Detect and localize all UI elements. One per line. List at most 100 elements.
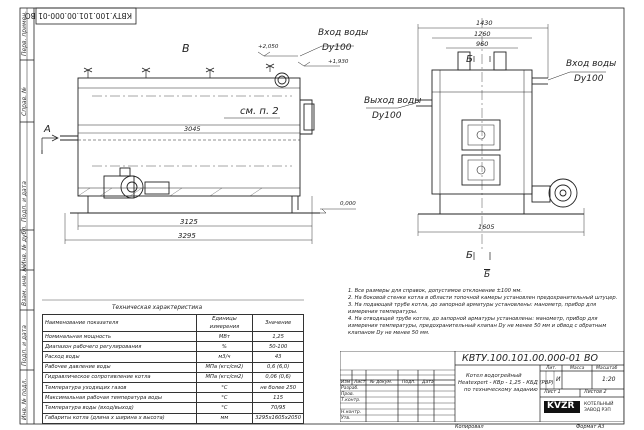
format-label: Формат А3 — [576, 424, 605, 430]
table-cell: Гидравлическое сопротивление котла — [42, 371, 197, 383]
note-number: 3. — [348, 302, 353, 308]
tech-header-cell: Значение — [252, 314, 304, 332]
table-cell: 0,06 (0,6) — [252, 371, 304, 383]
stamp-label: Подп. и дата — [21, 325, 28, 366]
table-cell: м3/ч — [195, 351, 254, 363]
note-text: Все размеры для справок, допустимое откл… — [354, 288, 523, 294]
table-cell: не более 250 — [252, 381, 304, 394]
table-cell: 3295x1605x2050 — [252, 412, 304, 424]
elev-2050: +2,050 — [258, 44, 279, 50]
col-label: Лист — [354, 380, 366, 385]
table-cell: МВт — [195, 330, 254, 343]
front-view — [366, 18, 606, 260]
tech-header-cell: Наименование показателя — [42, 314, 197, 332]
table-cell: 43 — [252, 351, 304, 363]
role-label: Утв. — [341, 416, 351, 421]
lit-header: Масштаб — [596, 366, 618, 371]
logo-text: KVZR — [547, 401, 575, 411]
table-cell: мм — [195, 412, 254, 424]
lit-value: И — [556, 376, 561, 383]
stamp-label: Инв. № дубл. — [21, 224, 28, 266]
inlet-dy-left: Dy100 — [322, 43, 352, 53]
title-block: КВТУ.100.101.00.000-01 ВО Котел водогрей… — [340, 351, 624, 422]
role-label: Н.контр. — [341, 410, 362, 415]
role-label: Т.контр. — [341, 398, 361, 403]
dim-1605: 1605 — [478, 223, 495, 231]
table-cell: 70/95 — [252, 402, 304, 414]
top-stamp-code: КВТУ.100.101.00.000-01 ВО — [24, 11, 132, 20]
stamp-label: Взам. инв. № — [21, 265, 28, 306]
table-cell: МПа (кгс/см2) — [195, 361, 254, 373]
side-view — [41, 45, 356, 244]
company-name: КОТЕЛЬНЫЙ ЗАВОД РЭП — [584, 402, 614, 413]
table-cell: Температура уходящих газов — [42, 381, 197, 394]
note-item: 2. На боковой стенке котла в области топ… — [348, 295, 618, 302]
tech-title: Техническая характеристика — [112, 305, 203, 311]
note-number: 4. — [348, 316, 353, 322]
note-text: На подающей трубе котла, до запорной арм… — [348, 302, 597, 315]
copied-label: Копировал — [455, 424, 484, 430]
title-line: по техническому заданию — [464, 387, 538, 393]
note-item: 4. На отводящей трубе котла, до запорной… — [348, 316, 618, 337]
dim-1260: 1260 — [474, 30, 491, 38]
note-text: На отводящей трубе котла, до запорной ар… — [348, 316, 607, 336]
dim-total: 3295 — [178, 232, 196, 240]
table-cell: МПа (кгс/см2) — [195, 371, 254, 383]
boiler-body — [77, 77, 301, 197]
title-line: Heatexpert - КВр - 1,25 - КБД (РВР) — [458, 380, 554, 386]
table-cell: 0,6 (6,0) — [252, 361, 304, 373]
inlet-dy-right: Dy100 — [574, 74, 604, 84]
elev-1930: +1,930 — [328, 59, 349, 65]
stamp-label: Перв. примен. — [21, 10, 28, 56]
inlet-label-right: Вход воды — [566, 59, 617, 69]
note-number: 1. — [348, 288, 353, 294]
view-label-b-bottom: Б — [466, 250, 473, 261]
note-item: 3. На подающей трубе котла, до запорной … — [348, 302, 618, 316]
note-item: 1. Все размеры для справок, допустимое о… — [348, 288, 618, 295]
title-block-grid — [340, 351, 624, 422]
scale-value: 1:20 — [602, 376, 616, 383]
col-label: Изм — [341, 380, 351, 385]
stamp-label: Инв. № подл. — [21, 378, 28, 420]
table-cell: 50-100 — [252, 341, 304, 353]
table-cell: Габариты котла (длина x ширина x высота) — [42, 412, 197, 424]
sheet-frame — [19, 7, 625, 425]
stamp-label: Подп. и дата — [21, 181, 28, 222]
note-number: 2. — [348, 295, 353, 301]
elev-ground: 0,000 — [340, 201, 356, 207]
view-arrow-a: А — [44, 124, 51, 135]
table-cell: °С — [195, 381, 254, 394]
tech-header-row: Наименование показателя Единицы измерени… — [42, 314, 304, 332]
lit-header: Масса — [570, 366, 585, 371]
title-block-code: КВТУ.100.101.00.000-01 ВО — [462, 353, 598, 364]
dim-inner: 3045 — [184, 125, 201, 133]
see-note-label: см. п. 2 — [240, 106, 279, 117]
sheets-label: Листов 2 — [584, 390, 607, 395]
notes-block: 1. Все размеры для справок, допустимое о… — [348, 288, 618, 337]
table-row: Габариты котла (длина x ширина x высота)… — [42, 412, 304, 424]
table-cell: Номинальная мощность — [42, 330, 197, 343]
company-logo: KVZR — [544, 401, 580, 413]
stamp-label: Справ. № — [21, 86, 28, 116]
table-cell: 1,25 — [252, 330, 304, 343]
table-cell: 115 — [252, 392, 304, 404]
table-cell: Максимальная рабочая температура воды — [42, 392, 197, 404]
table-cell: °С — [195, 402, 254, 414]
note-text: На боковой стенке котла в области топочн… — [354, 295, 618, 301]
table-cell: % — [195, 341, 254, 353]
view-label-b-right: Б — [466, 54, 473, 65]
table-cell: Температура воды (вход/выход) — [42, 402, 197, 414]
role-label: Разраб. — [341, 386, 359, 391]
view-label-b-frac: Б — [484, 270, 491, 280]
dim-1430: 1430 — [476, 19, 493, 27]
lit-header: Лит. — [546, 366, 557, 371]
outlet-dy: Dy100 — [372, 111, 402, 121]
